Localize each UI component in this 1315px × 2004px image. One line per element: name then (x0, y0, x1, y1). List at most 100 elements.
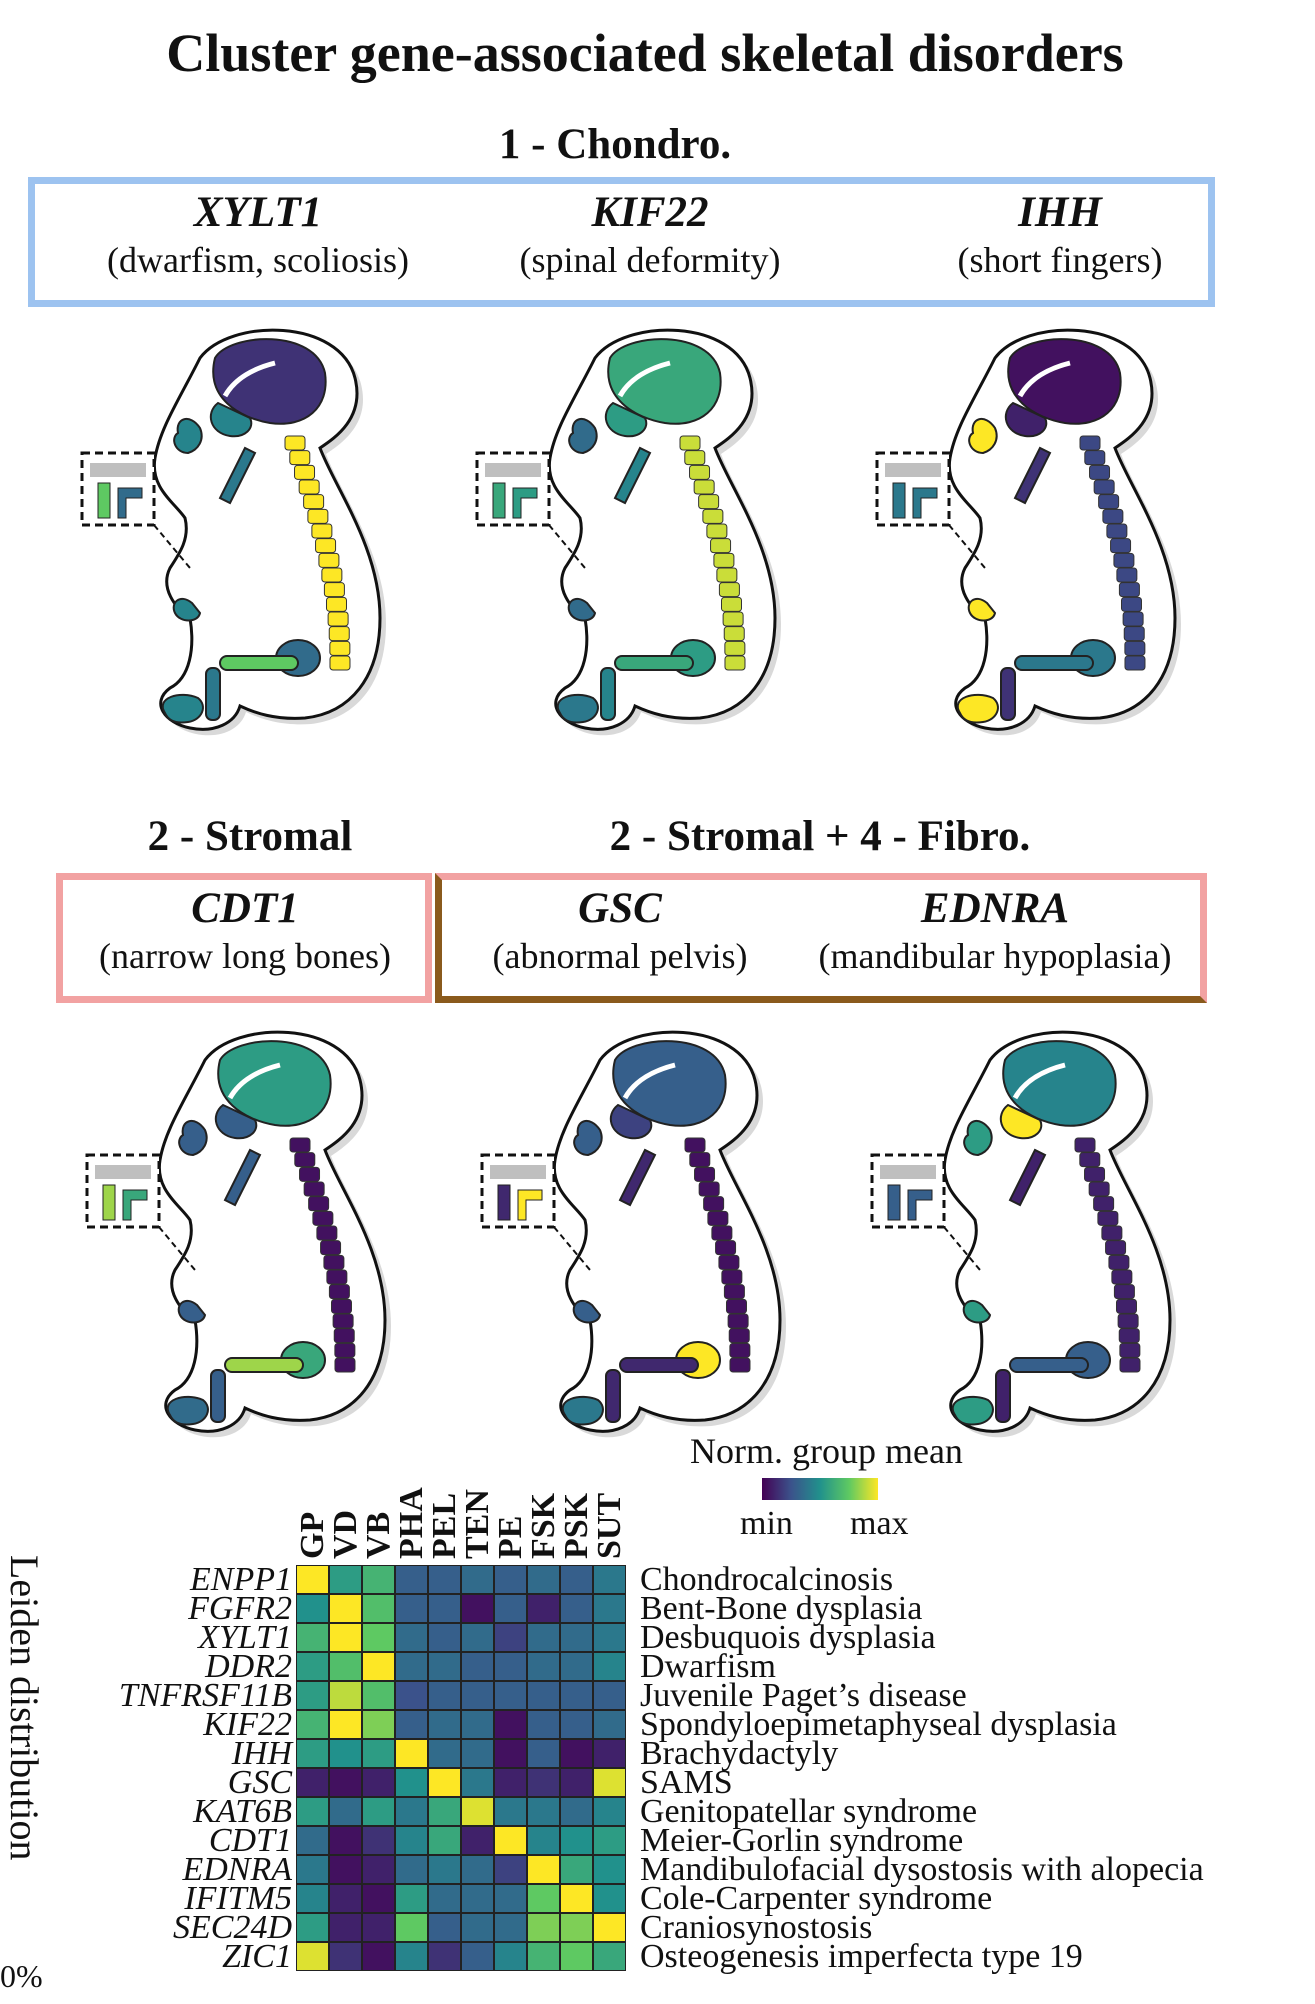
vertebra (1088, 1181, 1110, 1197)
vertebra (713, 552, 735, 568)
vertebra (679, 435, 701, 451)
heatmap-cell (395, 1681, 428, 1710)
heatmap-cell (461, 1942, 494, 1971)
foot-region (561, 1395, 604, 1426)
heatmap-cell (428, 1594, 461, 1623)
figure-title: Cluster gene-associated skeletal disorde… (166, 23, 1124, 83)
heatmap-cell (494, 1565, 527, 1594)
vertebra (1110, 538, 1132, 554)
vertebra (721, 1269, 743, 1285)
vertebra (1079, 435, 1101, 451)
gene-phenotype: (abnormal pelvis) (492, 936, 748, 976)
heatmap-cell (593, 1797, 626, 1826)
vertebra (722, 611, 744, 627)
vertebra (1101, 1225, 1123, 1241)
heatmap-cell (527, 1594, 560, 1623)
tibia-bone (205, 667, 221, 721)
vertebra (334, 1357, 356, 1373)
vertebra (1124, 640, 1146, 656)
inset-bone (97, 482, 111, 519)
vertebra (684, 450, 706, 466)
heatmap-cell (329, 1565, 362, 1594)
heatmap-column-label: SUT (591, 1492, 628, 1559)
second-hand-region (567, 597, 597, 622)
gene-name: GSC (578, 885, 662, 932)
femur-bone (224, 1357, 304, 1373)
heatmap-cell (362, 1652, 395, 1681)
vertebra (1074, 1137, 1096, 1153)
inset-bone (892, 482, 906, 519)
vertebra (323, 582, 345, 598)
second-hand-region (967, 597, 997, 622)
heatmap-cell (461, 1652, 494, 1681)
heatmap-cell (527, 1565, 560, 1594)
heatmap-cell (362, 1565, 395, 1594)
heatmap-cell (395, 1913, 428, 1942)
heatmap-cell (461, 1768, 494, 1797)
inset-joint (117, 487, 143, 519)
heatmap-disease-label: Mandibulofacial dysostosis with alopecia (640, 1851, 1204, 1888)
tibia-bone (210, 1369, 226, 1423)
fetus-outline (947, 328, 1177, 731)
fetus-outline (552, 1030, 782, 1433)
heatmap-cell (593, 1826, 626, 1855)
vertebra (1116, 567, 1138, 583)
heatmap-cell (560, 1884, 593, 1913)
arm-bone (618, 1148, 657, 1207)
vertebra (718, 1254, 740, 1270)
skull-region (1007, 338, 1122, 425)
heatmap-cell (362, 1768, 395, 1797)
heatmap-cell (395, 1710, 428, 1739)
inset-joint (517, 1189, 543, 1221)
skull-region (607, 338, 722, 425)
gene-name: EDNRA (920, 885, 1070, 932)
heatmap-cell (329, 1855, 362, 1884)
heatmap-cell (560, 1826, 593, 1855)
femur-bone (219, 655, 299, 671)
heatmap-cell (494, 1594, 527, 1623)
suture-line (617, 360, 671, 398)
heatmap-cell (560, 1594, 593, 1623)
side-fragment-text: 0% (0, 1958, 43, 1994)
foot-region (161, 693, 204, 724)
vertebra (715, 1240, 737, 1256)
heatmap-cell (329, 1797, 362, 1826)
vertebra (1084, 1166, 1106, 1182)
heatmap-cell (527, 1913, 560, 1942)
heatmap-disease-label: Spondyloepimetaphyseal dysplasia (640, 1706, 1117, 1743)
heatmap-cell (494, 1855, 527, 1884)
hand-region (573, 1120, 603, 1157)
heatmap-cell (362, 1797, 395, 1826)
heatmap-cell (296, 1913, 329, 1942)
stromal-gene-box (56, 873, 432, 1003)
tibia-bone (995, 1369, 1011, 1423)
vertebra (328, 1284, 350, 1300)
heatmap-cell (593, 1884, 626, 1913)
vertebra (703, 1196, 725, 1212)
gene-card-gsc: GSC (abnormal pelvis) (470, 884, 770, 978)
vertebra (720, 596, 742, 612)
fetus-outline (547, 328, 777, 731)
gene-card-kif22: KIF22 (spinal deformity) (460, 188, 840, 282)
vertebra (308, 1196, 330, 1212)
heatmap-cell (329, 1884, 362, 1913)
second-hand-region (177, 1299, 207, 1324)
heatmap-cell (494, 1768, 527, 1797)
fetus-illustration-ednra (870, 1030, 1176, 1438)
heatmap-cell (296, 1710, 329, 1739)
vertebra (303, 1181, 325, 1197)
heatmap-disease-label: Chondrocalcinosis (640, 1561, 894, 1598)
femur-bone (1009, 1357, 1089, 1373)
gene-phenotype: (short fingers) (957, 240, 1163, 280)
heatmap-cell (461, 1855, 494, 1884)
vertebra (684, 1137, 706, 1153)
heatmap-cell (527, 1623, 560, 1652)
heatmap-cell (296, 1768, 329, 1797)
heatmap-cell (494, 1681, 527, 1710)
vertebra (316, 1225, 338, 1241)
vertebra (1079, 1152, 1101, 1168)
heatmap-cell (560, 1855, 593, 1884)
heatmap-cell (428, 1855, 461, 1884)
heatmap-cell (296, 1884, 329, 1913)
vertebra (289, 450, 311, 466)
